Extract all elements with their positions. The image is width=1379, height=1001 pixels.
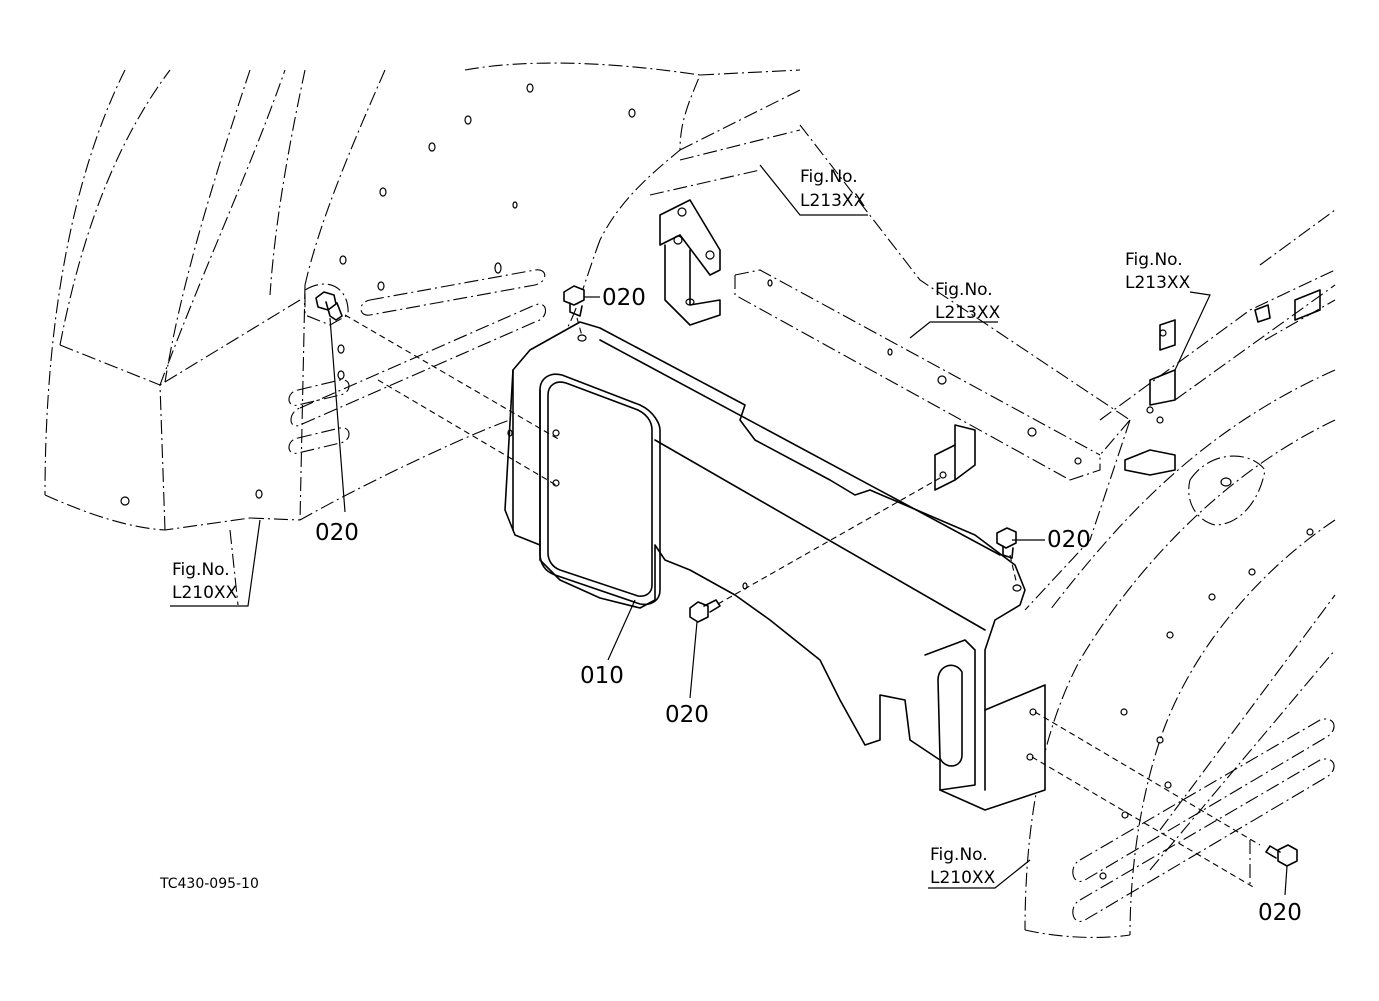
bolt-020-top xyxy=(563,285,585,317)
callout-020-right: 020 xyxy=(1047,527,1091,553)
drawing-code: TC430-095-10 xyxy=(159,876,259,892)
fig-ref-2-label: Fig.No. xyxy=(935,280,993,300)
fig-ref-3-label: Fig.No. xyxy=(1125,250,1183,270)
callout-020-center: 020 xyxy=(665,702,709,728)
fig-ref-1-number: L213XX xyxy=(800,191,866,211)
labels: 010 020 020 020 020 020 Fig.No. L213XX F… xyxy=(159,167,1302,926)
fig-ref-1-label: Fig.No. xyxy=(800,167,858,187)
bolt-020-left xyxy=(315,291,343,321)
bolt-020-bottom-right xyxy=(1265,844,1298,867)
fig-ref-5-number: L210XX xyxy=(930,868,996,888)
bolt-020-center xyxy=(689,599,721,623)
callout-020-top: 020 xyxy=(602,285,646,311)
fig-ref-5-label: Fig.No. xyxy=(930,845,988,865)
assembly-lines xyxy=(344,314,1261,889)
bolt-020-right xyxy=(996,527,1017,559)
fig-ref-3-number: L213XX xyxy=(1125,273,1191,293)
callout-020-bottom-right: 020 xyxy=(1258,900,1302,926)
right-fender xyxy=(1024,209,1336,938)
leader-lines xyxy=(170,164,1288,896)
callout-020-left: 020 xyxy=(315,520,359,546)
part-010-cover xyxy=(504,321,1046,811)
fig-ref-4-number: L210XX xyxy=(172,583,238,603)
fig-ref-2-number: L213XX xyxy=(935,303,1001,323)
callout-010: 010 xyxy=(580,663,624,689)
center-frame xyxy=(649,89,1131,611)
fig-ref-4-label: Fig.No. xyxy=(172,560,230,580)
